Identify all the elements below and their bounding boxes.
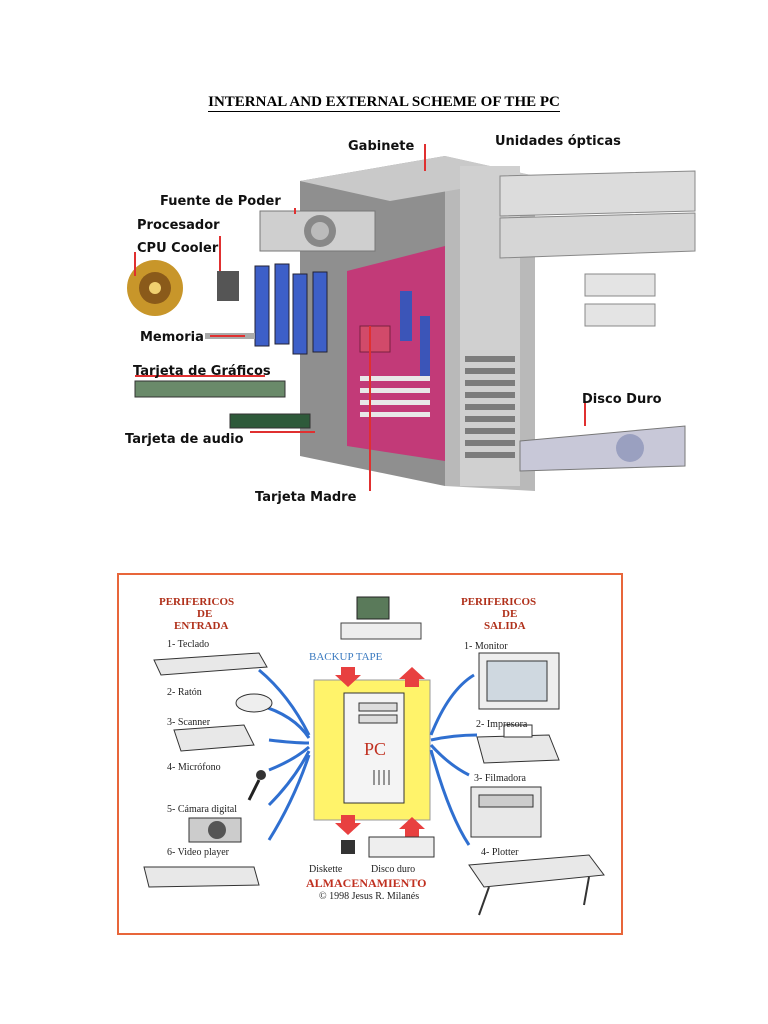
input-item-teclado: 1- Teclado: [167, 639, 209, 650]
output-heading-1: PERIFERICOS: [461, 596, 536, 608]
input-item-scanner: 3- Scanner: [167, 717, 211, 728]
scanner: [173, 724, 255, 752]
backup-arrows: [335, 667, 425, 837]
output-item-monitor: 1- Monitor: [464, 641, 508, 652]
storage-label: ALMACENAMIENTO: [306, 876, 426, 890]
label-memoria: Memoria: [140, 330, 204, 345]
motherboard: [347, 246, 445, 461]
label-graficos: Tarjeta de Gráficos: [133, 364, 271, 379]
input-item-camara: 5- Cámara digital: [167, 804, 237, 815]
output-arrows: [429, 673, 478, 846]
mouse: [235, 693, 273, 713]
input-item-raton: 2- Ratón: [167, 687, 202, 698]
audio-card: [229, 413, 311, 429]
input-heading-3: ENTRADA: [174, 620, 228, 632]
output-item-plotter: 4- Plotter: [481, 847, 519, 858]
printer: [476, 724, 560, 764]
leader-lines: [134, 144, 586, 491]
filmadora: [470, 786, 542, 838]
plotter: [468, 854, 605, 916]
pc-tower: [343, 692, 405, 804]
pc-label: PC: [364, 739, 386, 759]
label-gabinete: Gabinete: [348, 139, 414, 154]
output-item-filmadora: 3- Filmadora: [474, 773, 526, 784]
label-disco-duro: Disco Duro: [582, 392, 662, 407]
diskette-label: Diskette: [309, 864, 343, 875]
camera: [188, 817, 242, 843]
output-heading-3: SALIDA: [484, 620, 526, 632]
disco-label: Disco duro: [371, 864, 415, 875]
label-audio: Tarjeta de audio: [125, 432, 244, 447]
label-unidades-opticas: Unidades ópticas: [495, 134, 621, 149]
input-item-microfono: 4- Micrófono: [167, 762, 221, 773]
label-madre: Tarjeta Madre: [255, 490, 357, 505]
input-arrows: [258, 668, 311, 841]
label-fuente: Fuente de Poder: [160, 194, 281, 209]
microphone: [247, 770, 266, 801]
hard-drive: [519, 425, 686, 472]
output-item-impresora: 2- Impresora: [476, 719, 528, 730]
label-cpu-cooler: CPU Cooler: [137, 241, 219, 256]
external-scheme-frame: PERIFERICOS DE ENTRADA PERIFERICOS DE SA…: [117, 573, 623, 935]
input-heading-2: DE: [197, 608, 212, 620]
processor-chip: [217, 271, 239, 301]
graphics-card: [134, 380, 286, 398]
keyboard: [153, 652, 268, 676]
input-item-video: 6- Video player: [167, 847, 230, 858]
backup-tape-device: [340, 622, 422, 640]
hard-disk-device: [368, 836, 435, 858]
video-player: [143, 866, 260, 888]
power-supply: [259, 210, 376, 252]
optical-drives: [499, 170, 696, 327]
label-procesador: Procesador: [137, 218, 220, 233]
page-title-text: INTERNAL AND EXTERNAL SCHEME OF THE PC: [208, 94, 560, 112]
internal-scheme-figure: Gabinete Unidades ópticas Fuente de Pode…: [125, 134, 696, 505]
memory-modules: [254, 263, 328, 355]
diskette-icon: [341, 840, 355, 854]
input-heading-1: PERIFERICOS: [159, 596, 234, 608]
backup-label: BACKUP TAPE: [309, 651, 383, 663]
page-title: INTERNAL AND EXTERNAL SCHEME OF THE PC: [0, 94, 768, 112]
copyright: © 1998 Jesus R. Milanés: [319, 891, 419, 902]
backup-tape-icon: [356, 596, 390, 620]
monitor: [478, 652, 560, 710]
cpu-cooler: [127, 260, 183, 316]
output-heading-2: DE: [502, 608, 517, 620]
external-scheme-figure: PERIFERICOS DE ENTRADA PERIFERICOS DE SA…: [143, 596, 605, 916]
